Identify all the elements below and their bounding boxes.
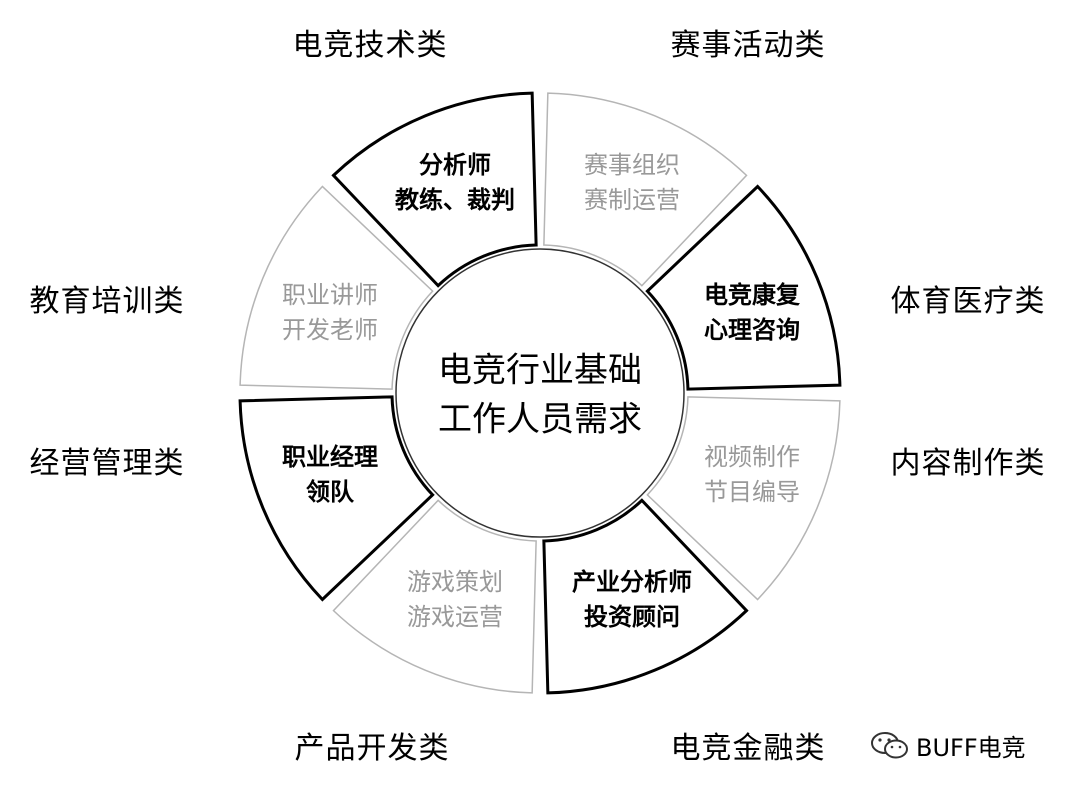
segment-product-line1: 游戏策划 [407,568,503,597]
segment-tech-line2: 教练、裁判 [395,186,515,214]
segment-tech-line1: 分析师 [419,151,491,180]
category-management: 经营管理类 [29,446,185,481]
segment-content-line2: 节目编导 [704,478,800,506]
segment-events-text: 赛事组织 赛制运营 [584,148,680,218]
segment-events-line2: 赛制运营 [584,186,680,214]
segment-product [332,499,537,694]
segment-management-text: 职业经理 领队 [282,440,378,510]
segment-medical [645,184,842,391]
category-medical: 体育医疗类 [890,284,1046,319]
center-title: 电竞行业基础 工作人员需求 [438,347,642,446]
category-events: 赛事活动类 [670,28,826,63]
segment-events [543,92,748,287]
segment-management [238,395,435,602]
segment-product-line2: 游戏运营 [407,603,503,631]
segment-finance [542,498,749,695]
center-circle [395,248,685,538]
segment-finance-line2: 投资顾问 [584,603,680,631]
segment-tech [331,91,538,288]
center-line2: 工作人员需求 [438,400,642,440]
segment-tech-text: 分析师 教练、裁判 [395,148,515,218]
category-product: 产品开发类 [294,731,450,766]
segment-finance-text: 产业分析师 投资顾问 [572,565,692,635]
segment-education-line1: 职业讲师 [282,281,378,310]
watermark: BUFF电竞 [870,728,1026,763]
segment-management-line1: 职业经理 [282,443,378,472]
segment-content-text: 视频制作 节目编导 [704,440,800,510]
segment-content-line1: 视频制作 [704,443,800,472]
center-line1: 电竞行业基础 [438,350,642,391]
segment-medical-text: 电竞康复 心理咨询 [704,278,800,348]
category-finance: 电竞金融类 [670,731,826,766]
segment-management-line2: 领队 [306,478,354,506]
segment-medical-line1: 电竞康复 [704,281,800,310]
watermark-text: BUFF电竞 [916,734,1026,762]
category-content: 内容制作类 [890,446,1046,481]
segment-medical-line2: 心理咨询 [704,316,800,344]
category-tech: 电竞技术类 [292,28,448,63]
segment-education [239,185,434,390]
segment-education-line2: 开发老师 [282,316,378,344]
category-education: 教育培训类 [29,284,185,319]
segment-education-text: 职业讲师 开发老师 [282,278,378,348]
segment-finance-line1: 产业分析师 [572,568,692,597]
segment-content [646,396,841,601]
segment-events-line1: 赛事组织 [584,151,680,180]
wechat-icon [870,730,910,762]
segment-product-text: 游戏策划 游戏运营 [407,565,503,635]
